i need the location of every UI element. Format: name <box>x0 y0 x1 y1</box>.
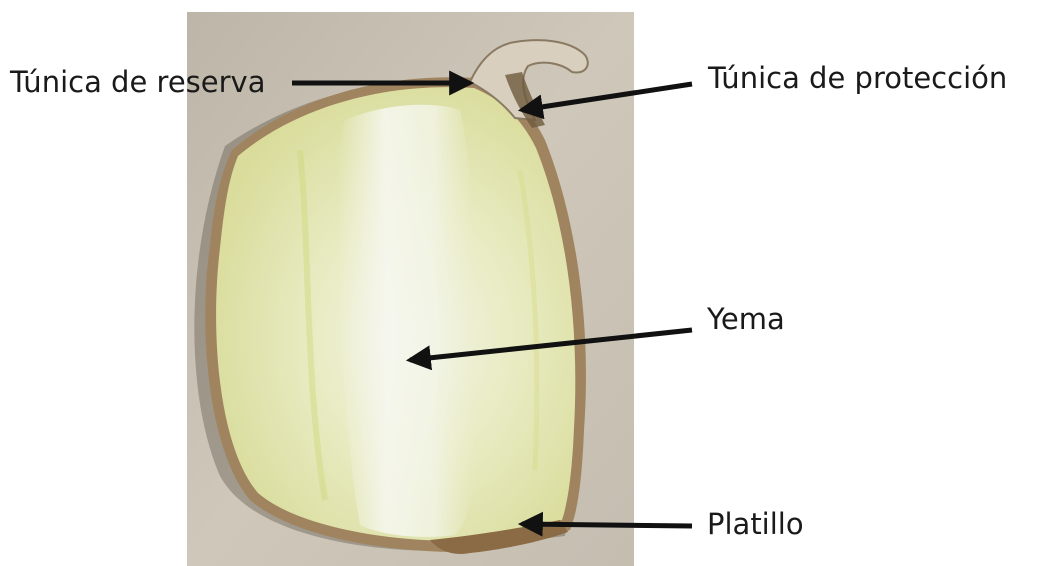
label-yema: Yema <box>707 305 785 334</box>
label-tunica-proteccion: Túnica de protección <box>708 64 1007 93</box>
arrow-platillo <box>522 524 692 526</box>
label-platillo: Platillo <box>707 510 804 539</box>
clove-core <box>337 105 475 537</box>
label-tunica-reserva: Túnica de reserva <box>10 68 265 97</box>
